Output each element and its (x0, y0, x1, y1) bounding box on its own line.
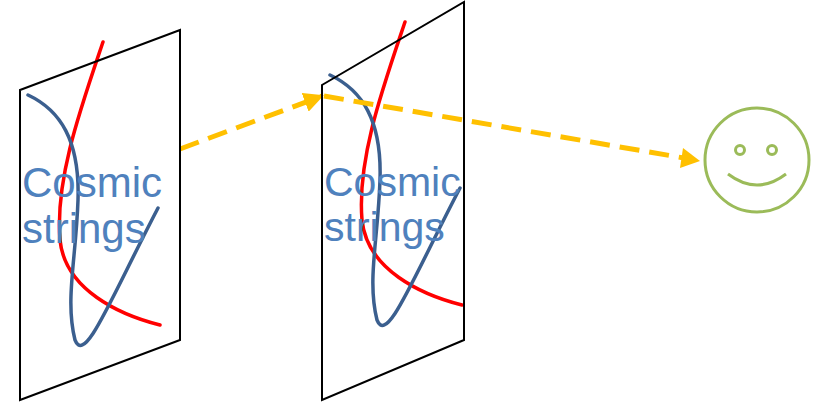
light-ray-arrow (180, 96, 322, 149)
plane: Cosmic strings (20, 30, 180, 400)
arrow-head (680, 148, 700, 168)
plane-label: Cosmic strings (324, 160, 462, 250)
plane: Cosmic strings (322, 2, 464, 400)
observer-smiley (705, 108, 809, 212)
plane-label: Cosmic strings (22, 160, 178, 252)
light-ray (324, 96, 684, 158)
